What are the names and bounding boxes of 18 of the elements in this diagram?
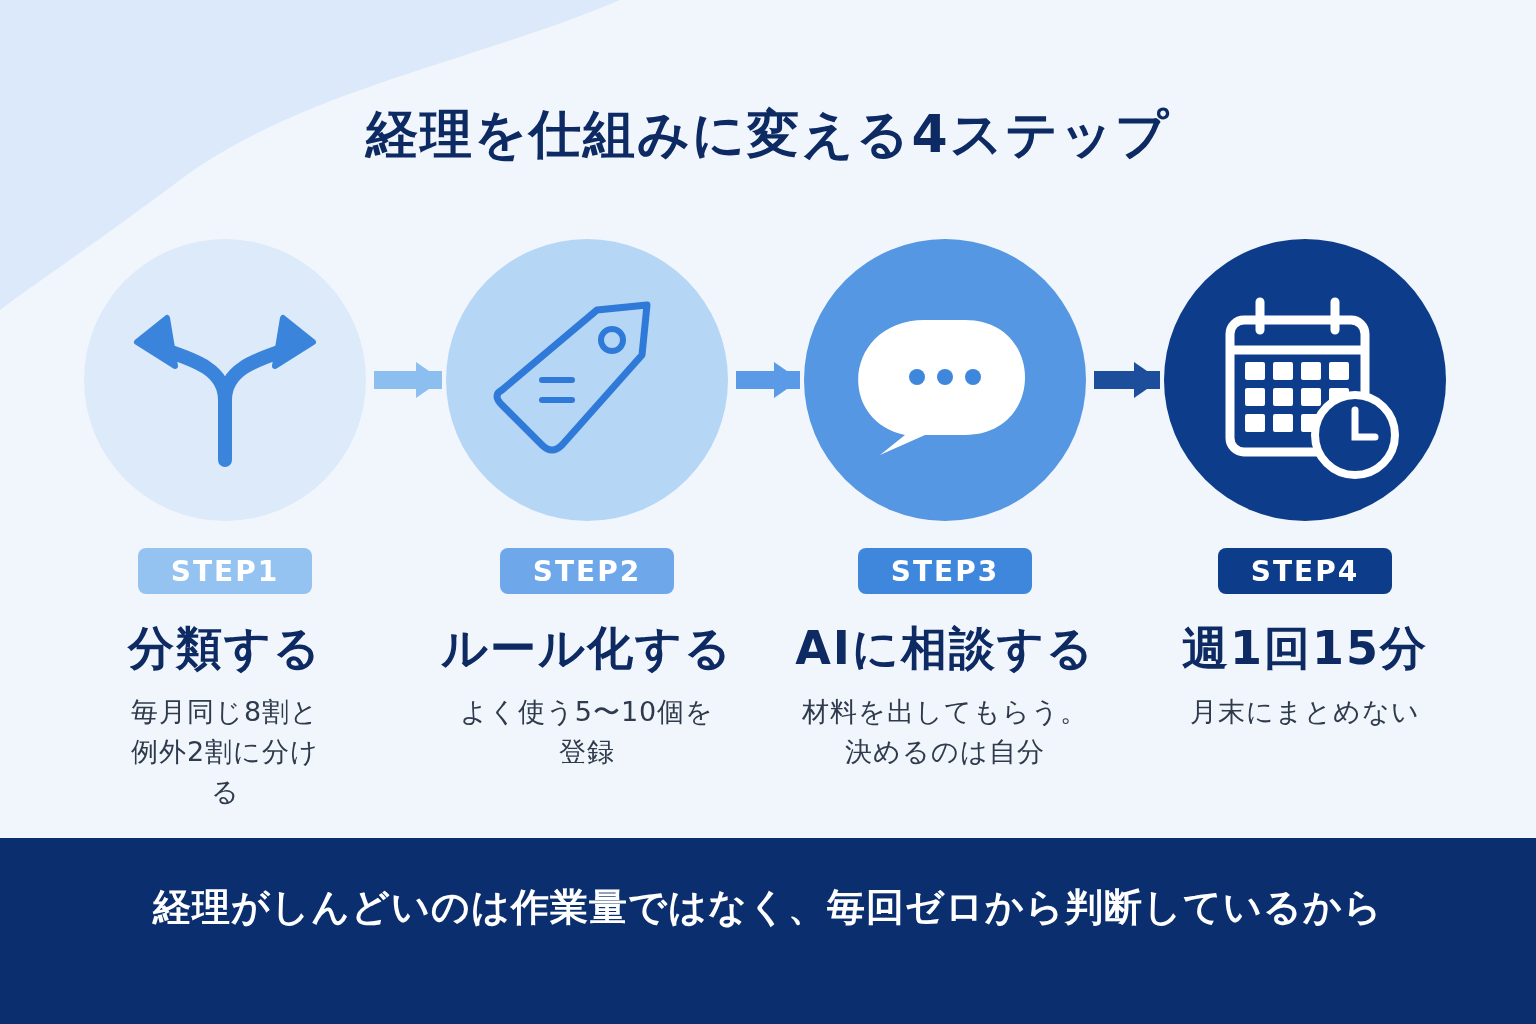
step-badge: STEP4 (1218, 548, 1392, 594)
footer-message: 経理がしんどいのは作業量ではなく、毎回ゼロから判断しているから (151, 884, 1384, 931)
step-badge: STEP1 (138, 548, 312, 594)
step-description: 材料を出してもらう。決めるのは自分 (801, 695, 1089, 769)
step-description: 月末にまとめない (1189, 695, 1421, 729)
arrow (736, 362, 800, 398)
title: 経理を仕組みに変える4ステップ (364, 103, 1171, 166)
arrow (1094, 362, 1160, 398)
step-badge: STEP2 (500, 548, 674, 594)
step-title: 分類する (126, 620, 323, 677)
footer-band (0, 838, 1536, 1024)
step-badge: STEP3 (858, 548, 1032, 594)
step-title: ルール化する (440, 620, 734, 677)
step-description: 毎月同じ8割と例外2割に分ける (129, 695, 321, 809)
arrow (374, 362, 442, 398)
step-title: AIに相談する (794, 620, 1096, 677)
step-description: よく使う5〜10個を登録 (458, 695, 716, 769)
step-title: 週1回15分 (1181, 620, 1429, 677)
